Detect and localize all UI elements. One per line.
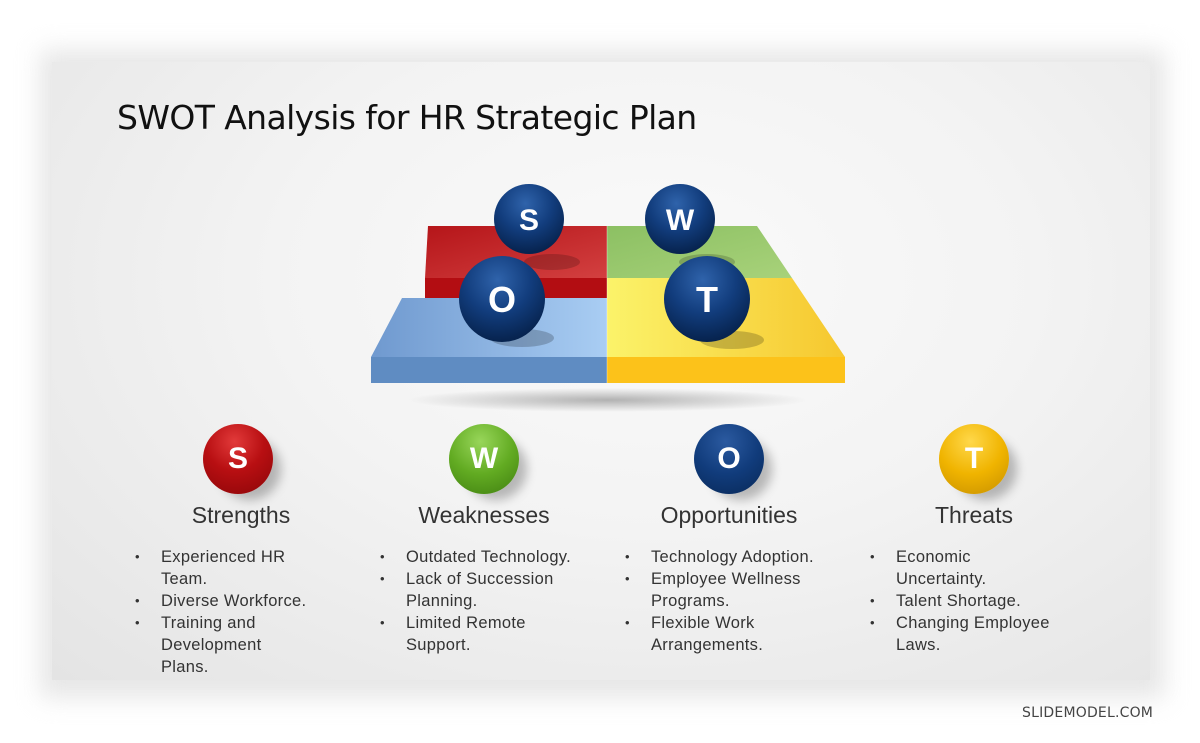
opportunities-ball-icon: O <box>694 424 764 494</box>
list-item: Outdated Technology. <box>380 546 590 568</box>
slide-title: SWOT Analysis for HR Strategic Plan <box>117 98 697 137</box>
list-item: Limited Remote Support. <box>380 612 546 656</box>
weaknesses-list: Outdated Technology. Lack of Succession … <box>380 546 590 656</box>
strengths-list: Experienced HR Team. Diverse Workforce. … <box>135 546 325 678</box>
list-item: Economic Uncertainty. <box>870 546 1021 590</box>
svg-text:S: S <box>519 204 539 237</box>
list-item: Training and Development Plans. <box>135 612 311 678</box>
swot-board-diagram: S W O T <box>371 184 845 412</box>
board-ball-o: O <box>459 256 545 342</box>
opportunities-title: Opportunities <box>660 502 798 528</box>
threats-ball-icon: T <box>939 424 1009 494</box>
svg-text:T: T <box>696 279 718 320</box>
board-ball-w: W <box>645 184 715 254</box>
strengths-ball-icon: S <box>203 424 273 494</box>
list-item: Changing Employee Laws. <box>870 612 1081 656</box>
list-item: Talent Shortage. <box>870 590 1080 612</box>
list-item: Diverse Workforce. <box>135 590 325 612</box>
quadrant-yellow-front <box>607 357 845 383</box>
list-item: Technology Adoption. <box>625 546 835 568</box>
quadrant-red-top <box>425 226 607 278</box>
board-floor-shadow <box>407 388 807 412</box>
quadrant-blue-front <box>371 357 607 383</box>
watermark: SLIDEMODEL.COM <box>1022 705 1154 721</box>
board-ball-t: T <box>664 256 750 342</box>
strengths-title: Strengths <box>191 502 291 528</box>
board-ball-s: S <box>494 184 564 254</box>
list-item: Lack of Succession Planning. <box>380 568 571 612</box>
threats-title: Threats <box>935 502 1013 528</box>
opportunities-list: Technology Adoption. Employee Wellness P… <box>625 546 835 656</box>
weaknesses-ball-icon: W <box>449 424 519 494</box>
svg-text:W: W <box>666 204 695 237</box>
threats-list: Economic Uncertainty. Talent Shortage. C… <box>870 546 1080 656</box>
weaknesses-title: Weaknesses <box>418 502 550 528</box>
svg-text:O: O <box>488 279 516 320</box>
list-item: Employee Wellness Programs. <box>625 568 826 612</box>
slide: SWOT Analysis for HR Strategic Plan <box>52 62 1150 680</box>
list-item: Flexible Work Arrangements. <box>625 612 801 656</box>
list-item: Experienced HR Team. <box>135 546 296 590</box>
